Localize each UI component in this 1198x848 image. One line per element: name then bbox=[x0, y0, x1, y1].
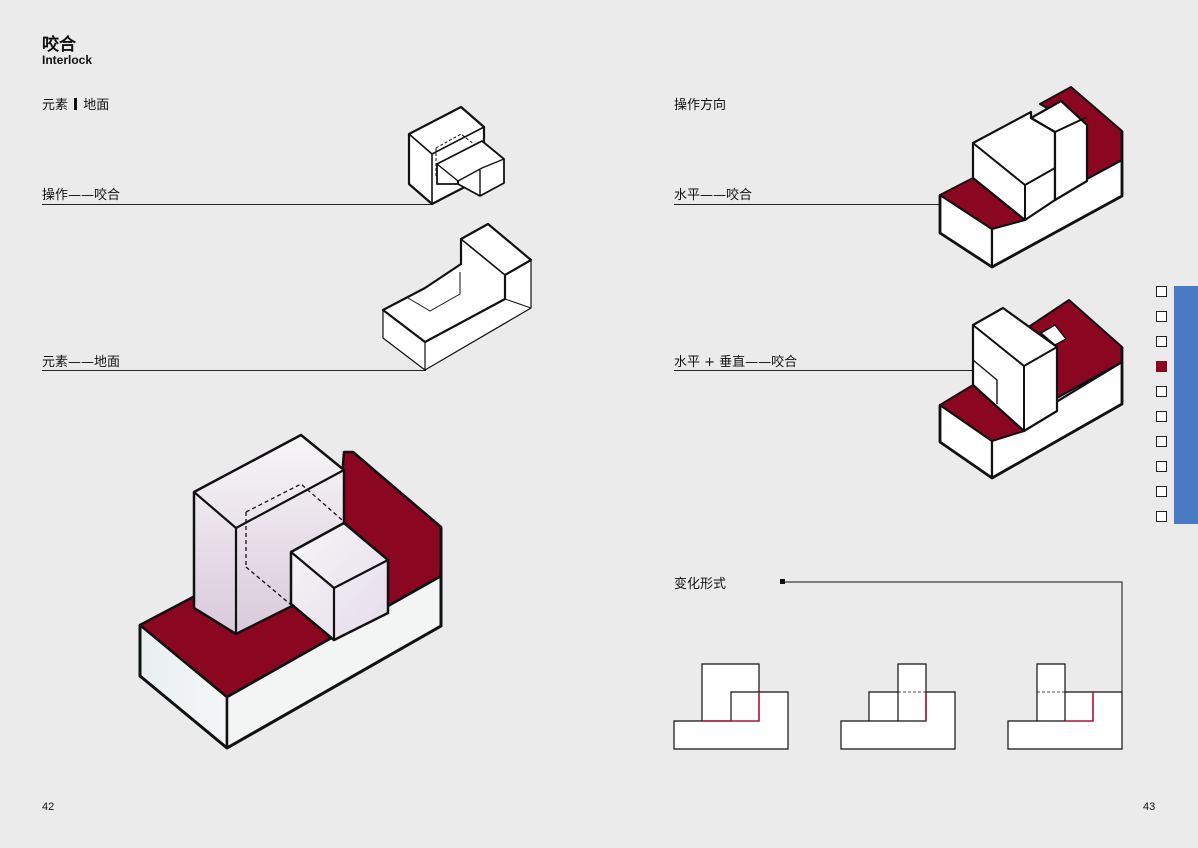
hv-interlock-label: 水平 + 垂直——咬合 bbox=[674, 355, 798, 370]
variation-heading: 变化形式 bbox=[674, 577, 727, 592]
chapter-nav-item-3[interactable] bbox=[1156, 336, 1167, 347]
interlock-operation-icon bbox=[407, 105, 505, 206]
hv-interlock-illustration bbox=[938, 299, 1124, 480]
hv-rule bbox=[674, 370, 972, 371]
chapter-nav-item-5[interactable] bbox=[1156, 386, 1167, 397]
page-subtitle: Interlock bbox=[42, 53, 93, 67]
page-number-left: 42 bbox=[42, 801, 55, 813]
chapter-nav-item-9[interactable] bbox=[1156, 486, 1167, 497]
operation-rule bbox=[42, 204, 432, 205]
main-interlock-illustration bbox=[138, 433, 443, 750]
element-ground-rule bbox=[42, 370, 426, 371]
element-ground-heading: 元素 地面 bbox=[42, 94, 109, 113]
variation-form-3 bbox=[1007, 663, 1123, 750]
variation-form-1 bbox=[673, 663, 789, 750]
variation-form-2 bbox=[840, 663, 956, 750]
element-ground-label: 元素——地面 bbox=[42, 355, 121, 370]
chapter-nav-item-1[interactable] bbox=[1156, 286, 1167, 297]
chapter-nav-item-6[interactable] bbox=[1156, 411, 1167, 422]
variation-leader bbox=[780, 579, 1123, 692]
chapter-nav-item-10[interactable] bbox=[1156, 511, 1167, 522]
ground-label: 地面 bbox=[83, 98, 110, 113]
chapter-nav-item-4[interactable] bbox=[1156, 361, 1167, 372]
element-label: 元素 bbox=[42, 98, 69, 113]
horizontal-interlock-label: 水平——咬合 bbox=[674, 188, 753, 203]
chapter-tab[interactable] bbox=[1174, 286, 1198, 524]
page-number-right: 43 bbox=[1143, 801, 1156, 813]
direction-heading: 操作方向 bbox=[674, 98, 727, 113]
chapter-nav-item-2[interactable] bbox=[1156, 311, 1167, 322]
element-ground-icon bbox=[381, 222, 533, 371]
chapter-nav-item-7[interactable] bbox=[1156, 436, 1167, 447]
separator-bar bbox=[74, 98, 78, 110]
page-title: 咬合 bbox=[42, 35, 76, 55]
horizontal-rule bbox=[674, 204, 940, 205]
horizontal-interlock-illustration bbox=[938, 86, 1124, 269]
chapter-nav-item-8[interactable] bbox=[1156, 461, 1167, 472]
operation-interlock-label: 操作——咬合 bbox=[42, 188, 121, 203]
